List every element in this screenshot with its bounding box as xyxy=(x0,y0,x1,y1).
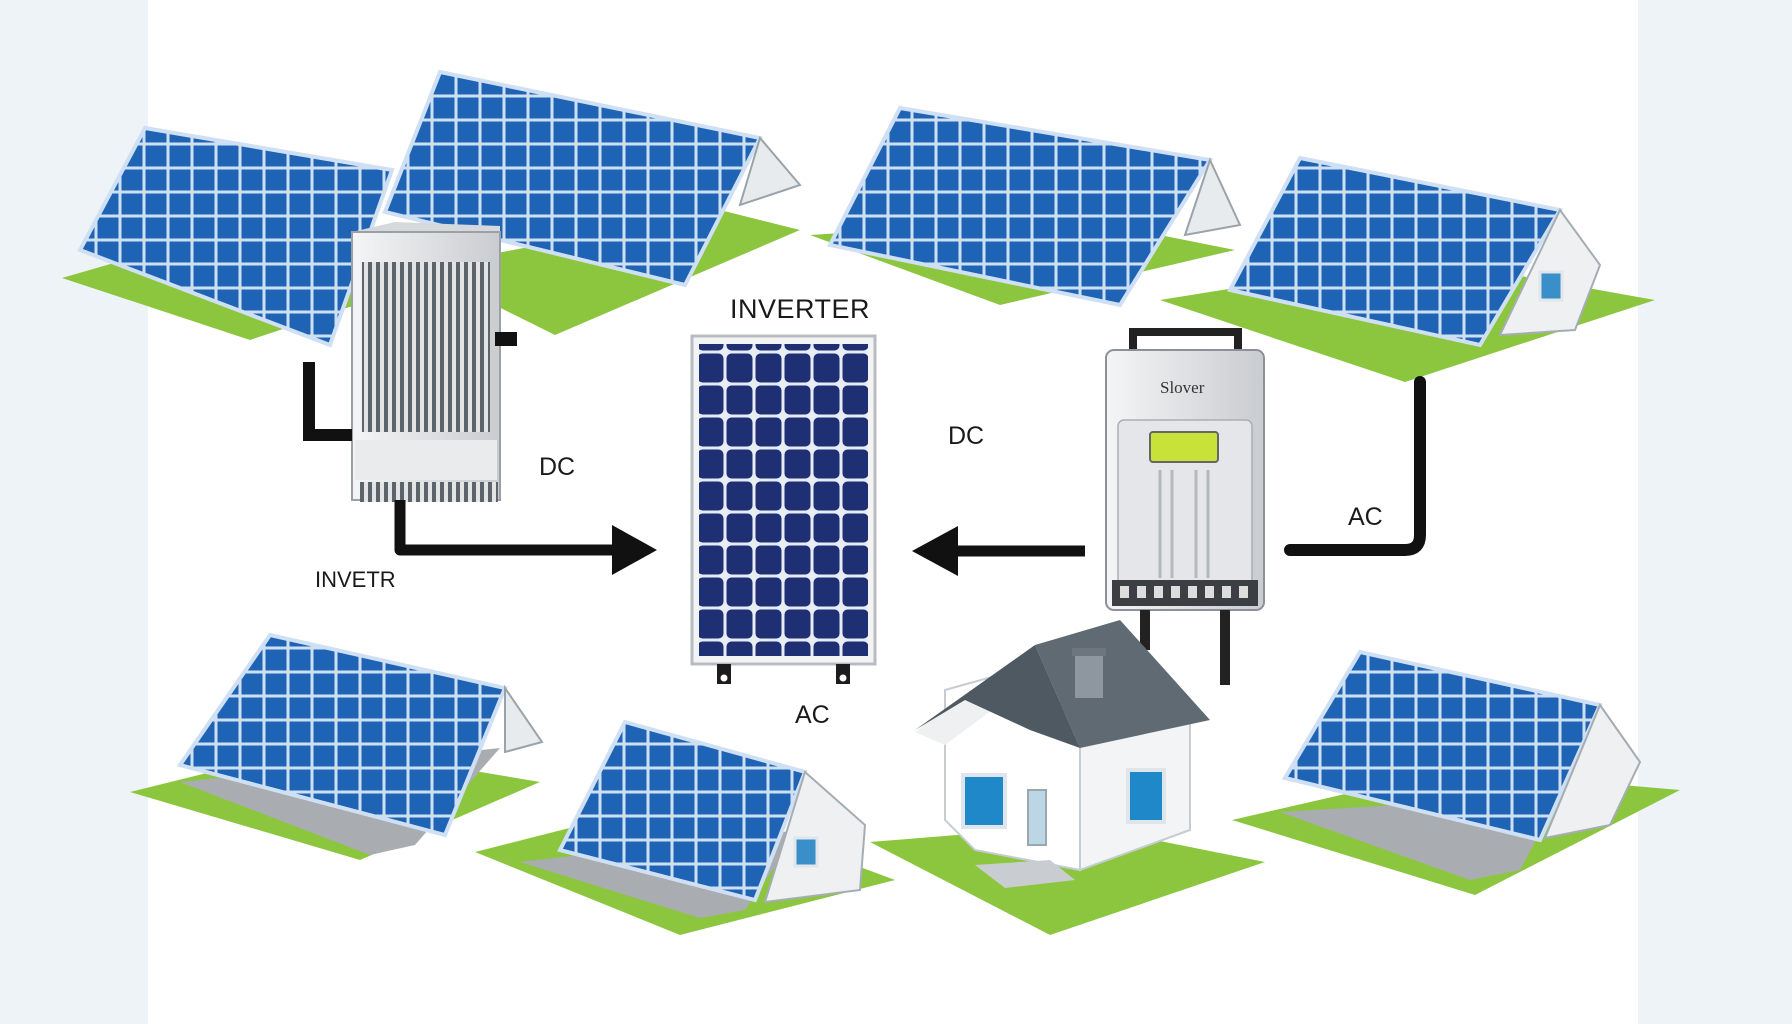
cable xyxy=(309,362,352,435)
solar-roof-icon xyxy=(810,108,1240,305)
door-icon xyxy=(1028,790,1046,845)
house-icon xyxy=(870,620,1265,935)
arrow-icon xyxy=(400,500,657,575)
display-screen xyxy=(1150,432,1218,462)
window-icon xyxy=(795,838,817,866)
window-icon xyxy=(963,775,1005,827)
ac-label-bottom: AC xyxy=(795,703,830,728)
inverter-unit-icon xyxy=(352,222,517,502)
solar-roof-icon xyxy=(62,128,395,345)
solar-panel-icon xyxy=(692,336,875,684)
arrow-icon xyxy=(912,526,1085,576)
controller-brand: Slover xyxy=(1160,378,1205,397)
inverter-label: INVETR xyxy=(315,569,396,591)
diagram-title: INVERTER xyxy=(730,296,870,323)
dc-label-right: DC xyxy=(948,424,984,449)
window-icon xyxy=(1540,272,1562,300)
solar-roof-icon xyxy=(1232,652,1680,895)
ac-label-right: AC xyxy=(1348,505,1383,530)
dc-label-left: DC xyxy=(539,455,575,480)
window-icon xyxy=(1128,770,1164,822)
solar-roof-icon xyxy=(475,722,895,935)
solar-roof-icon xyxy=(130,635,542,860)
